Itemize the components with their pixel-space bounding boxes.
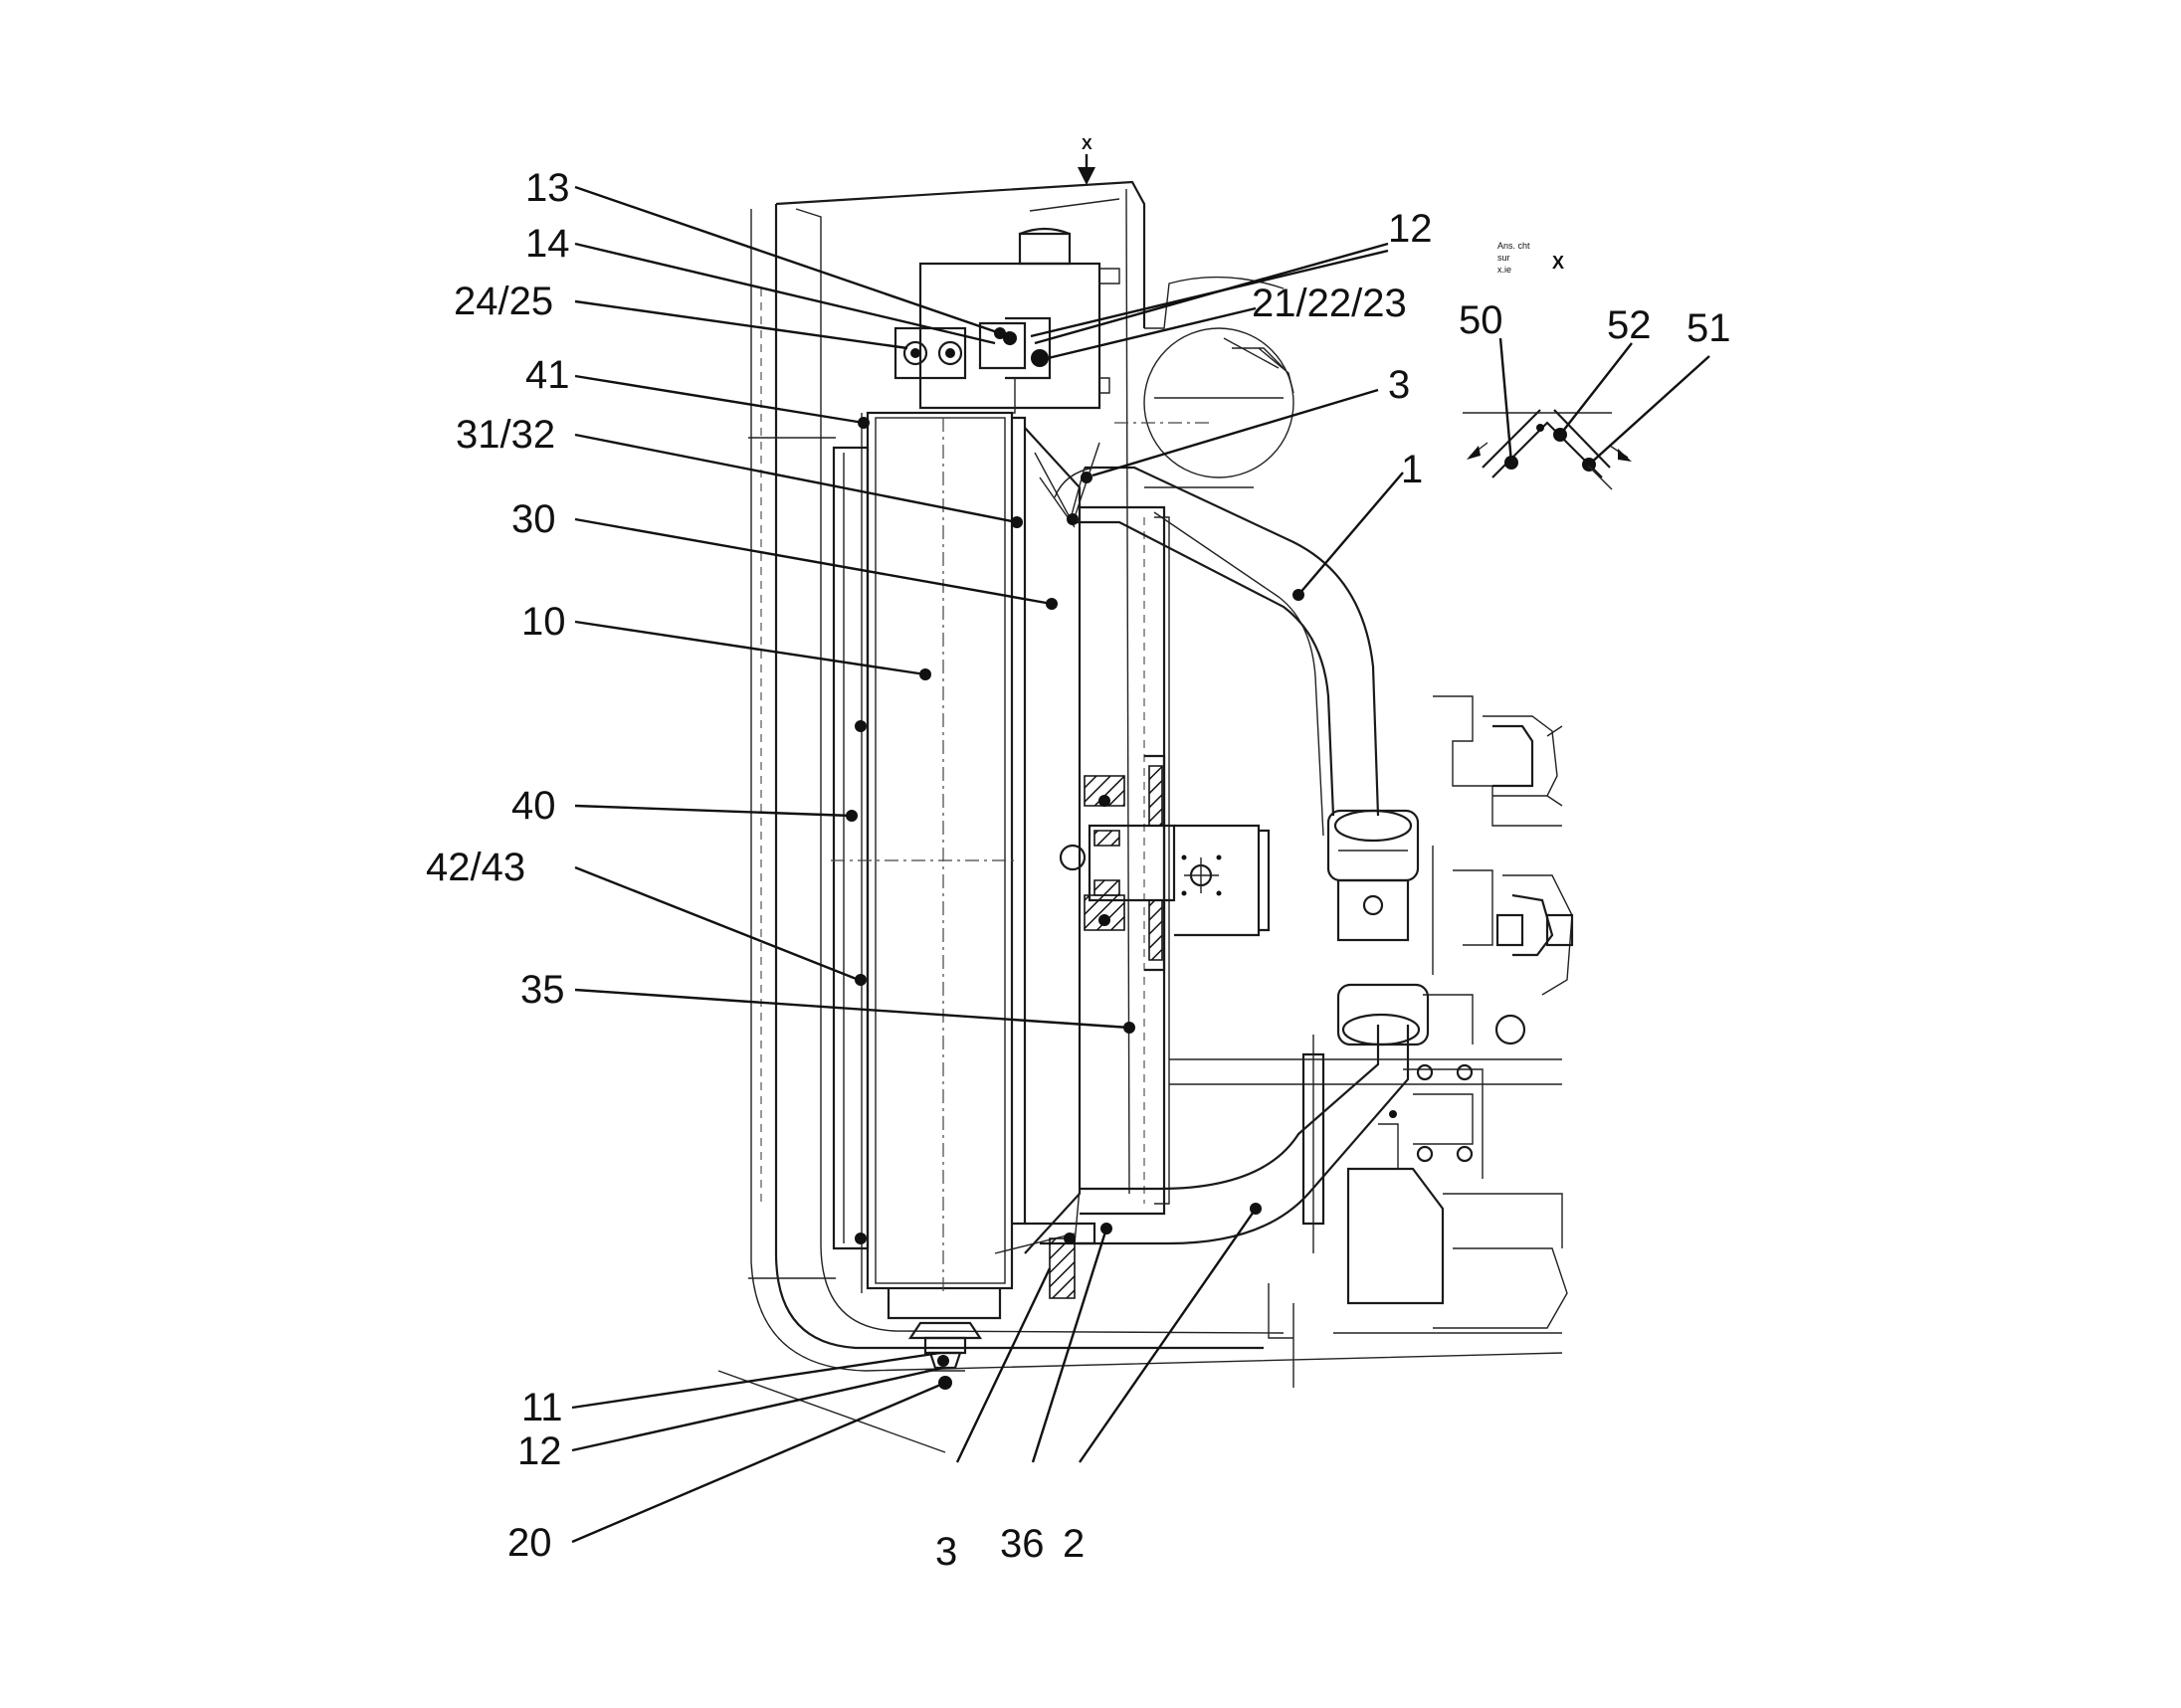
radiator-core: [831, 411, 1015, 1320]
detail-caption-line-2: sur: [1497, 253, 1510, 263]
lower-coolant-hose: [1049, 1025, 1410, 1299]
view-marker-x: X: [1078, 136, 1095, 185]
callout-35: 35: [520, 968, 565, 1012]
callout-1: 1: [1401, 448, 1423, 491]
upper-coolant-hose: [1039, 442, 1380, 837]
callout-2: 2: [1063, 1522, 1085, 1566]
callout-labels: 13 14 24/25 41 31/32 30 10 40 42/43 35 1…: [426, 166, 1731, 1574]
hose-clamps: [1326, 809, 1430, 1046]
leader-lines: [571, 185, 1404, 1544]
callout-41: 41: [525, 353, 570, 397]
drain-fitting: [907, 1321, 983, 1390]
callout-31-32: 31/32: [456, 413, 555, 457]
callout-21-22-23: 21/22/23: [1252, 282, 1407, 325]
air-filter: [1114, 276, 1294, 488]
callout-3-bottom: 3: [935, 1530, 957, 1574]
callout-52: 52: [1607, 303, 1652, 347]
fan-shroud: [994, 416, 1170, 1254]
callout-11: 11: [521, 1386, 563, 1429]
callout-10: 10: [521, 600, 566, 644]
callout-12-bottom: 12: [517, 1429, 562, 1473]
callout-30: 30: [511, 497, 556, 541]
callout-12-top: 12: [1388, 207, 1433, 251]
callout-3-top: 3: [1388, 363, 1410, 407]
machine-frame-outline: [717, 180, 1563, 1453]
callout-51: 51: [1686, 306, 1731, 350]
detail-caption-line-3: x.ie: [1497, 265, 1511, 275]
engine-block: [1169, 695, 1574, 1388]
detail-view-letter: X: [1552, 253, 1564, 273]
fan-hub: [1059, 754, 1271, 972]
detail-caption-line-1: Ans. cht: [1497, 241, 1530, 251]
callout-50: 50: [1459, 298, 1503, 342]
callout-42-43: 42/43: [426, 846, 525, 889]
view-marker-letter: X: [1082, 136, 1092, 153]
detail-view-x: Ans. cht sur x.ie X: [1463, 241, 1710, 490]
callout-14: 14: [525, 222, 570, 266]
callout-40: 40: [511, 784, 556, 828]
expansion-tank: [871, 227, 1120, 414]
callout-13: 13: [525, 166, 570, 210]
callout-36: 36: [1000, 1522, 1045, 1566]
callout-24-25: 24/25: [454, 280, 553, 323]
callout-20: 20: [507, 1521, 552, 1565]
